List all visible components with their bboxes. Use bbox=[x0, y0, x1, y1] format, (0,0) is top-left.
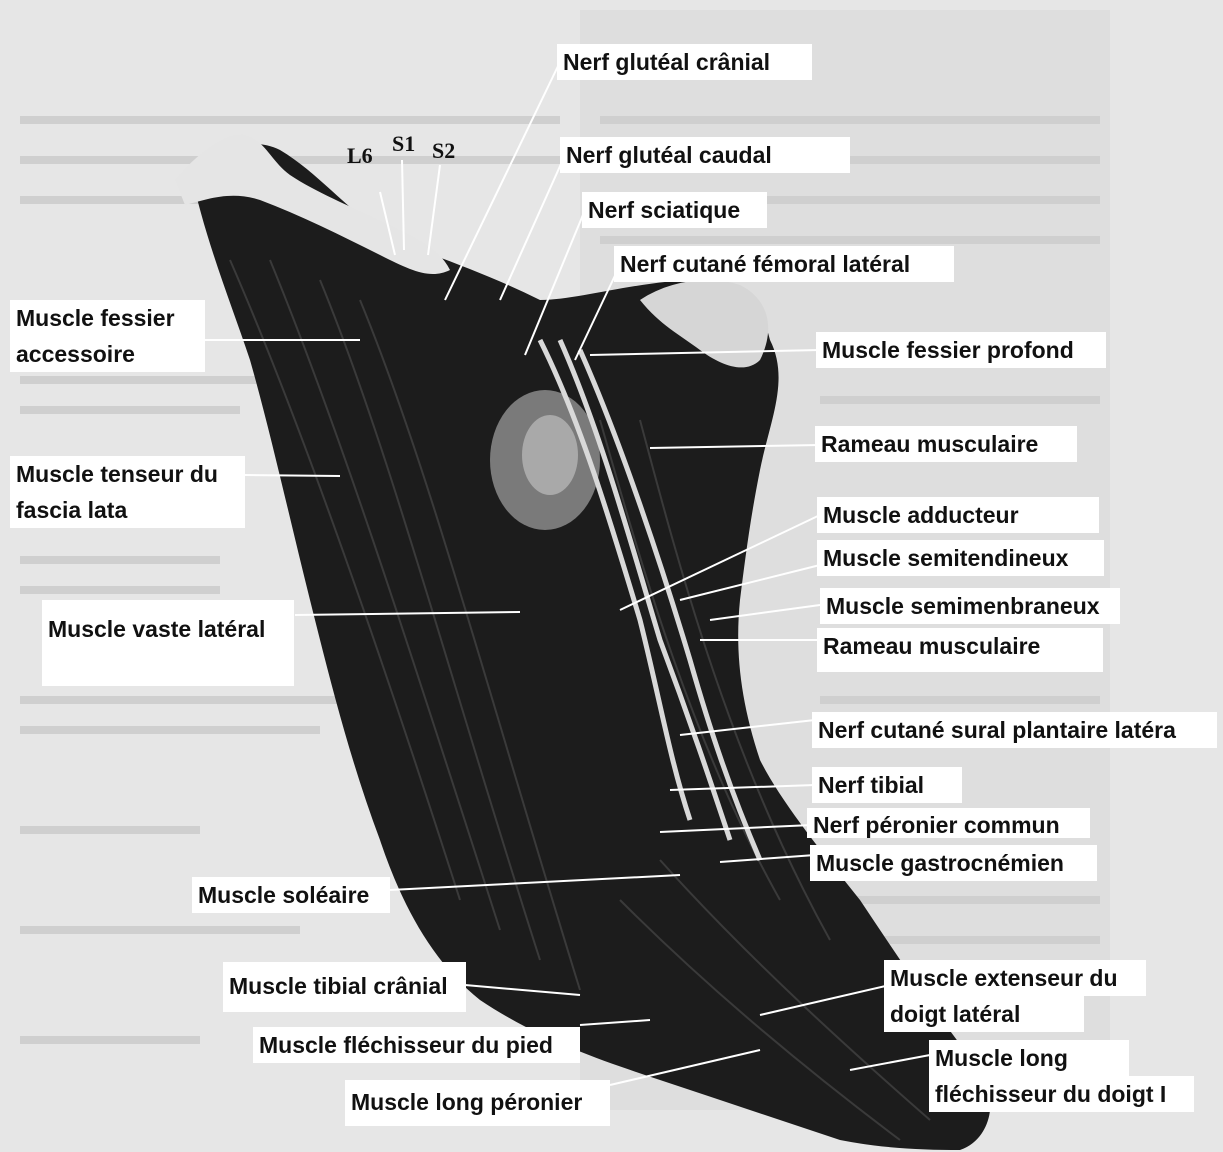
label-nerf-tibial: Nerf tibial bbox=[812, 767, 962, 803]
label-nerf-gluteal-cranial: Nerf glutéal crânial bbox=[557, 44, 812, 80]
label-muscle-long-flechisseur-line1: Muscle long bbox=[929, 1040, 1129, 1076]
label-muscle-semimenbraneux: Muscle semimenbraneux bbox=[820, 588, 1120, 624]
label-nerf-sciatique: Nerf sciatique bbox=[582, 192, 767, 228]
label-muscle-adducteur: Muscle adducteur bbox=[817, 497, 1099, 533]
label-muscle-tibial-cranial: Muscle tibial crânial bbox=[223, 962, 466, 1012]
label-muscle-fessier-profond: Muscle fessier profond bbox=[816, 332, 1106, 368]
knee-highlight-inner bbox=[522, 415, 578, 495]
label-nerf-cutane-sural: Nerf cutané sural plantaire latéra bbox=[812, 712, 1217, 748]
vertebra-label-s1: S1 bbox=[392, 131, 415, 157]
vertebra-label-l6: L6 bbox=[347, 143, 373, 169]
label-muscle-gastrocnemien: Muscle gastrocnémien bbox=[810, 845, 1097, 881]
label-muscle-long-peronier: Muscle long péronier bbox=[345, 1080, 610, 1126]
label-muscle-semitendineux: Muscle semitendineux bbox=[817, 540, 1104, 576]
label-muscle-extenseur-line1: Muscle extenseur du bbox=[884, 960, 1146, 996]
label-muscle-soleaire: Muscle soléaire bbox=[192, 877, 390, 913]
label-muscle-long-flechisseur-line2: fléchisseur du doigt I bbox=[929, 1076, 1194, 1112]
label-nerf-gluteal-caudal: Nerf glutéal caudal bbox=[560, 137, 850, 173]
label-muscle-extenseur-line2: doigt latéral bbox=[884, 996, 1084, 1032]
label-nerf-cutane-femoral-lateral: Nerf cutané fémoral latéral bbox=[614, 246, 954, 282]
label-muscle-tenseur-line2: fascia lata bbox=[10, 492, 245, 528]
label-muscle-tenseur-line1: Muscle tenseur du bbox=[10, 456, 245, 492]
label-nerf-peronier-commun: Nerf péronier commun bbox=[807, 808, 1090, 838]
label-muscle-fessier-accessoire-line2: accessoire bbox=[10, 336, 205, 372]
label-muscle-flechisseur-pied: Muscle fléchisseur du pied bbox=[253, 1027, 580, 1063]
label-rameau-musculaire-2: Rameau musculaire bbox=[817, 628, 1103, 672]
label-rameau-musculaire-1: Rameau musculaire bbox=[815, 426, 1077, 462]
label-muscle-vaste-lateral: Muscle vaste latéral bbox=[42, 600, 294, 686]
vertebra-label-s2: S2 bbox=[432, 138, 455, 164]
label-muscle-fessier-accessoire-line1: Muscle fessier bbox=[10, 300, 205, 336]
